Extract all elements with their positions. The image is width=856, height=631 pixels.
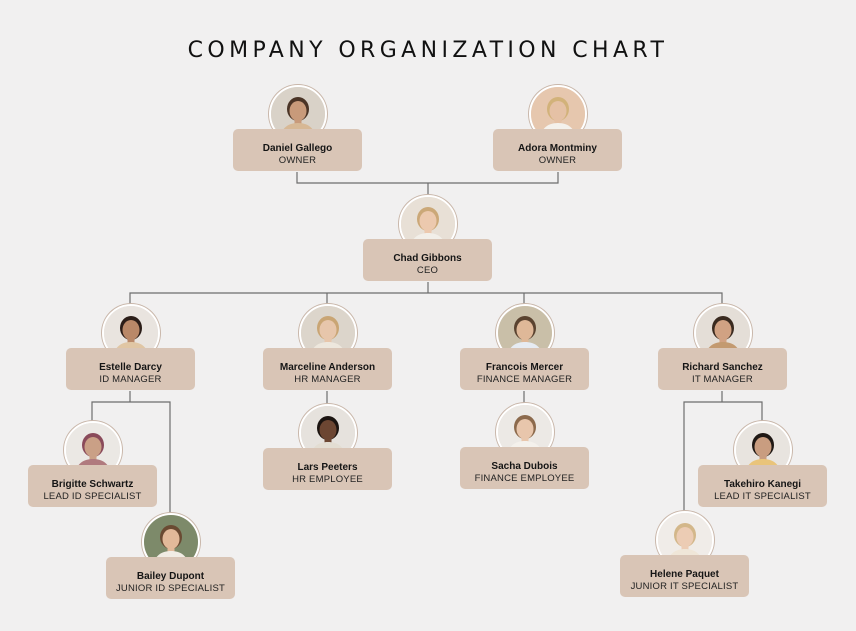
- person-role: LEAD IT SPECIALIST: [714, 491, 811, 502]
- person-role: FINANCE MANAGER: [476, 374, 573, 385]
- connector-ceo-managers: [129, 292, 723, 304]
- chart-title: COMPANY ORGANIZATION CHART: [187, 38, 669, 63]
- connector-it-reports: [683, 401, 763, 511]
- person-role: CEO: [416, 265, 439, 276]
- person-name: Takehiro Kanegi: [723, 479, 802, 490]
- person-role: ID MANAGER: [99, 374, 162, 385]
- person-name: Marceline Anderson: [279, 362, 376, 373]
- person-role: HR EMPLOYEE: [292, 474, 363, 485]
- person-role: JUNIOR ID SPECIALIST: [115, 583, 226, 594]
- connector-owners: [296, 172, 559, 184]
- person-role: FINANCE EMPLOYEE: [474, 473, 575, 484]
- person-role: OWNER: [538, 155, 577, 166]
- connector-id-reports: [91, 401, 171, 513]
- person-name: Daniel Gallego: [262, 143, 333, 154]
- person-name: Brigitte Schwartz: [51, 479, 134, 490]
- person-name: Bailey Dupont: [136, 571, 205, 582]
- person-role: OWNER: [278, 155, 317, 166]
- person-name: Adora Montminy: [518, 143, 597, 154]
- person-name: Richard Sanchez: [682, 362, 763, 373]
- person-role: HR MANAGER: [294, 374, 361, 385]
- person-name: Helene Paquet: [650, 569, 719, 580]
- person-name: Francois Mercer: [485, 362, 564, 373]
- person-role: IT MANAGER: [692, 374, 753, 385]
- person-name: Estelle Darcy: [99, 362, 162, 373]
- person-name: Sacha Dubois: [491, 461, 558, 472]
- person-name: Lars Peeters: [297, 462, 358, 473]
- person-name: Chad Gibbons: [393, 253, 462, 264]
- person-role: LEAD ID SPECIALIST: [43, 491, 142, 502]
- person-role: JUNIOR IT SPECIALIST: [630, 581, 739, 592]
